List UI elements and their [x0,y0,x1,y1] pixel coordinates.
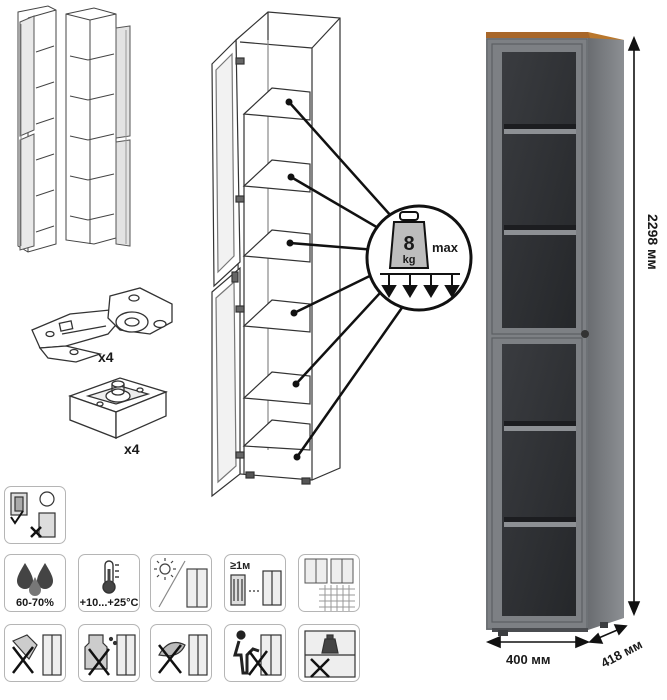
no-chemicals-icon [78,624,140,682]
humidity-label: 60-70% [16,597,54,609]
cabinet-thumbnail-open [65,7,131,247]
width-label: 400 мм [506,652,551,667]
temperature-range: +10...+25 [79,597,127,609]
weight-unit: kg [403,254,416,266]
weight-limit-badge: 8 kg max [365,204,473,312]
temperature-label: +10...+25°C [79,597,139,609]
weight-icon [388,211,430,269]
shelves [242,87,311,451]
furniture-foot-icon [68,377,168,439]
lower-glass-door [502,344,576,616]
hinge-icon [31,287,173,363]
temperature-unit: °C [126,597,139,609]
no-wet-cleaning-icon [4,624,66,682]
temperature-icon: +10...+25°C [78,554,140,612]
no-abrasives-icon [150,624,212,682]
humidity-icon: 60-70% [4,554,66,612]
upper-glass-door [502,52,576,328]
cabinet-thumbnail-closed [17,5,57,253]
height-label: 2298 мм [645,214,661,270]
cabinet-3d [486,32,624,636]
no-overload-icon [298,624,360,682]
load-arrows-icon [380,273,460,298]
no-direct-sunlight-icon [150,554,212,612]
assembly-check-icon [4,486,66,544]
hinge-quantity: x4 [98,349,114,365]
cabinet-side [588,38,624,630]
visible-shelves [504,129,576,527]
depth-dimension [588,624,628,644]
weight-value: 8 [403,233,414,255]
open-door [211,38,241,498]
cabinet-fitting-icon [298,554,360,612]
width-dimension [485,635,591,649]
shelf-load-points [285,98,301,461]
weight-max-label: max [432,240,459,255]
height-dimension [627,35,641,617]
no-climbing-icon [224,624,286,682]
heater-distance-label: ≥1м [230,560,250,572]
heater-distance-icon: ≥1м [224,554,286,612]
depth-label: 418 мм [598,636,644,670]
foot-quantity: x4 [124,441,140,457]
door-knob [581,330,589,338]
